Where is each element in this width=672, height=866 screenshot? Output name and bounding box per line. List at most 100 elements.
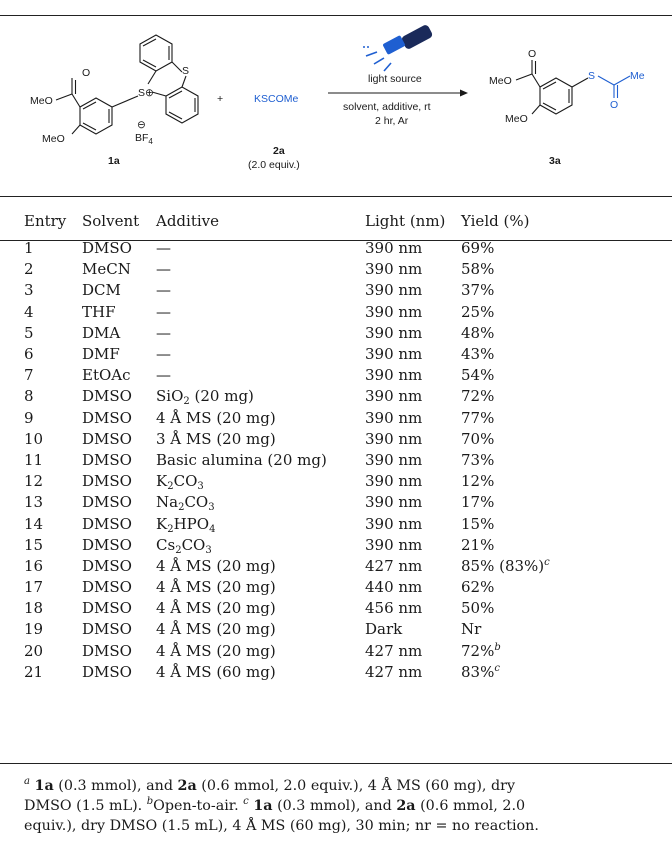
cell-solvent: DCM [82,281,121,300]
product-ester-o: O [528,48,536,60]
cell-light: 390 nm [365,387,423,406]
cell-entry: 6 [24,345,34,364]
cell-entry: 11 [24,450,44,469]
cell-yield: 43% [461,345,495,364]
mid-rule [0,196,672,197]
cell-solvent: DMSO [82,387,132,406]
cell-additive: K2HPO4 [156,514,216,535]
cell-yield: 12% [461,472,495,491]
cell-entry: 12 [24,472,44,491]
cell-yield: 72% [461,387,495,406]
cell-light: 390 nm [365,450,423,469]
cell-additive: 4 Å MS (20 mg) [156,620,276,639]
cell-additive: K2CO3 [156,472,204,493]
cell-solvent: DMSO [82,578,132,597]
plus-sign: + [217,93,223,105]
footnote-line-3: equiv.), dry DMSO (1.5 mL), 4 Å MS (60 m… [24,818,539,834]
cell-yield: 72%b [461,641,501,660]
cell-entry: 8 [24,387,34,406]
cell-yield: 85% (83%)c [461,556,550,575]
cell-entry: 1 [24,239,34,258]
cell-solvent: DMSO [82,535,132,554]
cell-light: 427 nm [365,556,423,575]
compound-1a-label: 1a [108,155,120,167]
cell-entry: 13 [24,493,44,512]
cell-yield: 48% [461,323,495,342]
table-row: 12 DMSO K2CO3 390 nm 12% [24,471,581,492]
product-me-label: Me [630,70,645,82]
cell-solvent: DMSO [82,239,132,258]
results-table: Entry Solvent Additive Light (nm) Yield … [24,204,581,683]
cell-additive: Cs2CO3 [156,535,212,556]
cell-additive: 4 Å MS (20 mg) [156,599,276,618]
cell-additive: — [156,323,171,342]
cell-light: 427 nm [365,641,423,660]
cell-additive: 4 Å MS (20 mg) [156,408,276,427]
cell-solvent: DMSO [82,556,132,575]
cell-entry: 19 [24,620,44,639]
cell-yield: 25% [461,302,495,321]
cell-entry: 2 [24,260,34,279]
ether-meo-label: MeO [42,133,65,145]
cell-light: 390 nm [365,514,423,533]
cell-additive: — [156,302,171,321]
cell-additive: — [156,239,171,258]
cell-light: 390 nm [365,472,423,491]
cell-solvent: DMSO [82,514,132,533]
anion-charge: ⊖ [137,119,146,131]
footnote-line-1: a 1a (0.3 mmol), and 2a (0.6 mmol, 2.0 e… [24,776,516,795]
cell-additive: SiO2 (20 mg) [156,387,254,408]
cell-entry: 16 [24,556,44,575]
cell-light: 390 nm [365,302,423,321]
cell-additive: — [156,281,171,300]
cell-additive: — [156,366,171,385]
cell-solvent: DMSO [82,620,132,639]
cell-solvent: DMSO [82,472,132,491]
cell-solvent: DMSO [82,450,132,469]
product-ether-meo: MeO [505,113,528,125]
cell-light: 390 nm [365,535,423,554]
anion-label: BF4 [135,132,153,146]
cell-yield: Nr [461,620,482,639]
blue-led-lamp-icon [361,25,433,72]
cell-yield: 58% [461,260,495,279]
cell-additive: Basic alumina (20 mg) [156,450,327,469]
ester-meo-label: MeO [30,95,53,107]
header-solvent: Solvent [82,212,140,230]
cell-yield: 17% [461,493,495,512]
cell-yield: 50% [461,599,495,618]
cell-light: 390 nm [365,239,423,258]
cell-yield: 37% [461,281,495,300]
header-additive: Additive [156,212,220,230]
condition-below-arrow-1: solvent, additive, rt [343,101,431,113]
condition-below-arrow-2: 2 hr, Ar [375,115,409,127]
cell-light: Dark [365,620,403,639]
cell-additive: — [156,260,171,279]
cell-entry: 4 [24,302,34,321]
cell-entry: 18 [24,599,44,618]
cell-light: 390 nm [365,408,423,427]
cell-additive: Na2CO3 [156,493,215,514]
cell-entry: 7 [24,366,34,385]
cell-entry: 5 [24,323,34,342]
cell-light: 390 nm [365,493,423,512]
cell-yield: 21% [461,535,495,554]
cell-entry: 3 [24,281,34,300]
header-light: Light (nm) [365,212,446,230]
compound-2a-label: 2a [273,145,285,157]
product-3a-structure [515,60,631,115]
header-yield: Yield (%) [461,212,530,230]
cell-solvent: EtOAc [82,366,131,385]
cell-additive: — [156,345,171,364]
cell-yield: 83%c [461,662,500,681]
